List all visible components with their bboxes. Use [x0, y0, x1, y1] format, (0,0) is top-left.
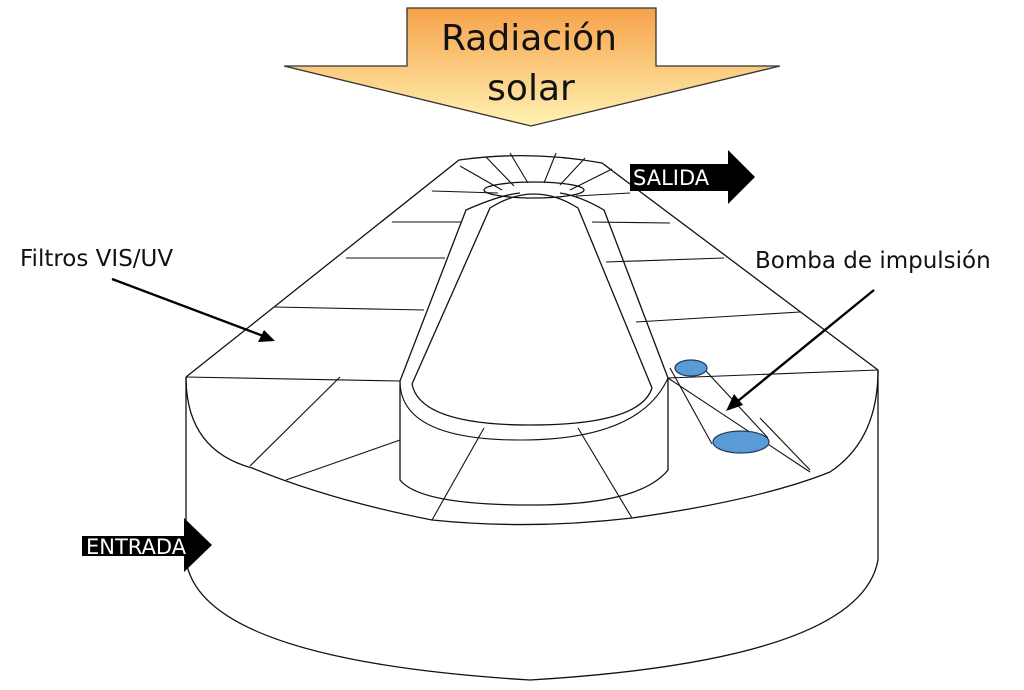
pump-track: [669, 367, 811, 471]
inlet-tag: ENTRADA: [82, 518, 212, 572]
radiation-label-line1: Radiación: [441, 18, 617, 59]
solar-radiation-arrow: Radiación solar: [283, 7, 781, 127]
outlet-tag: SALIDA: [630, 150, 755, 204]
pump-annotation: Bomba de impulsión: [726, 248, 991, 411]
inner-channel: [399, 192, 669, 506]
pump-large: [712, 430, 770, 454]
pump-small: [674, 359, 708, 377]
inlet-label: ENTRADA: [86, 535, 187, 559]
central-cone: [411, 181, 653, 426]
pump-label: Bomba de impulsión: [755, 248, 991, 274]
filters-annotation: Filtros VIS/UV: [20, 246, 275, 342]
filter-panels: [185, 152, 879, 521]
filters-label: Filtros VIS/UV: [20, 246, 173, 272]
pump-elements: [674, 359, 770, 454]
outlet-label: SALIDA: [633, 166, 710, 190]
radiation-label-line2: solar: [487, 68, 575, 109]
reactor-body: [185, 155, 879, 681]
